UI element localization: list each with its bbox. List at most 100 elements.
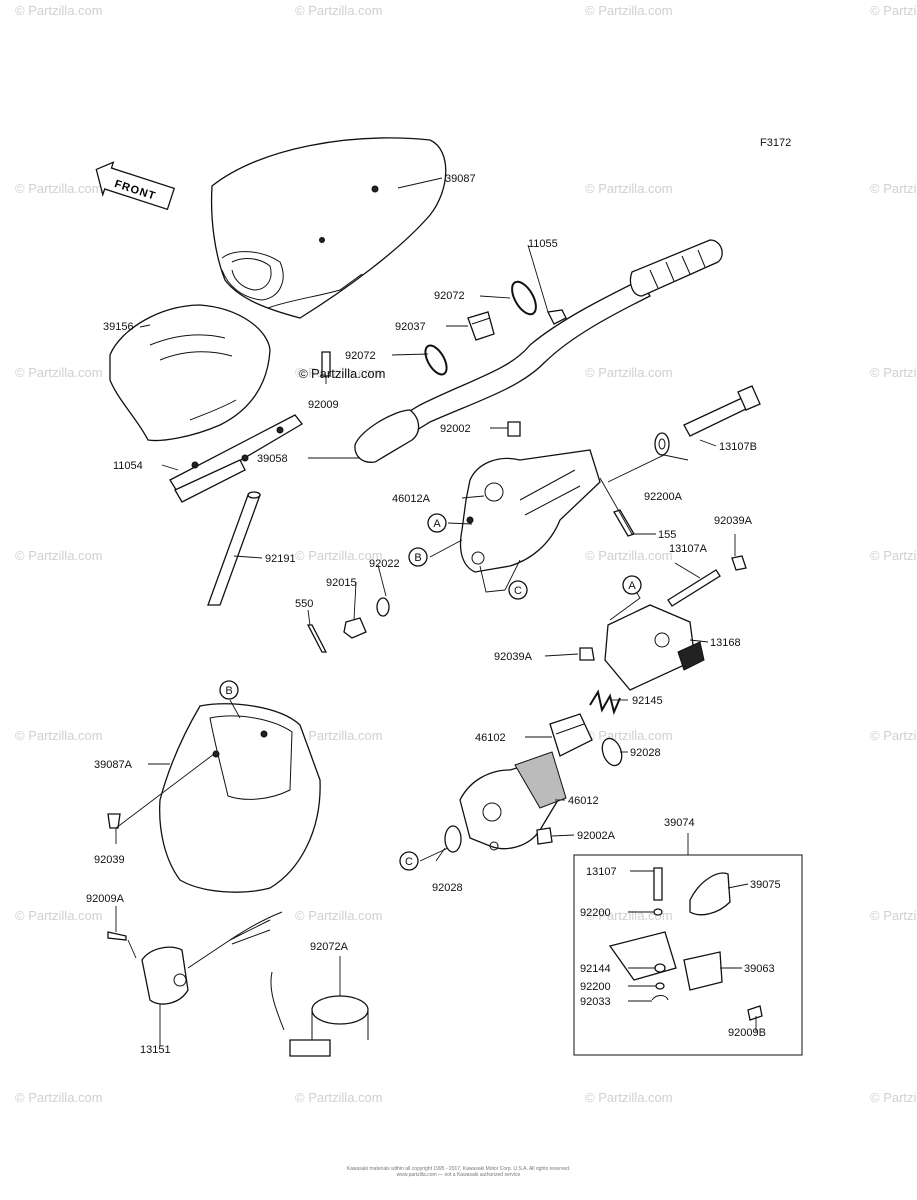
label-13107B: 13107B — [719, 441, 757, 453]
callout-C1: C — [508, 580, 528, 600]
watermark-text: © Partzilla.com — [585, 365, 673, 380]
label-92028-bot: 92028 — [432, 882, 463, 894]
label-92039A-top: 92039A — [714, 515, 753, 527]
label-92009B: 92009B — [728, 1027, 766, 1039]
label-46012: 46012 — [568, 795, 599, 807]
screw-92039 — [107, 813, 121, 829]
watermark-text: © Partzilla.com — [870, 728, 917, 743]
watermark-text: © Partzilla.com — [295, 3, 383, 18]
part-labels: 39087 39156 11055 92072 92037 92072 9200… — [86, 173, 781, 1056]
watermark-text: © Partzilla.com — [870, 3, 917, 18]
pin-550 — [306, 624, 328, 653]
callout-A2-label: A — [628, 580, 636, 592]
callout-C2-label: C — [405, 856, 413, 868]
label-92039: 92039 — [94, 854, 125, 866]
bracket-11054 — [169, 414, 303, 503]
figure-code: F3172 — [760, 137, 791, 149]
washer-92200-bot — [655, 982, 665, 990]
pin-13107A — [667, 569, 721, 607]
bolt-92002 — [507, 421, 521, 437]
bolt-92039A-top — [731, 555, 747, 571]
label-39087: 39087 — [445, 173, 476, 185]
watermark-text: © Partzilla.com — [585, 548, 673, 563]
watermark-text: © Partzilla.com — [15, 365, 103, 380]
block-92037 — [467, 311, 495, 341]
label-13168: 13168 — [710, 637, 741, 649]
label-92022: 92022 — [369, 558, 400, 570]
label-92002A: 92002A — [577, 830, 616, 842]
callout-A1-label: A — [433, 518, 441, 530]
watermark-text: © Partzilla.com — [870, 365, 917, 380]
lower-cover-39087A — [159, 703, 321, 893]
bolt-13107 — [653, 867, 663, 901]
washer-92022 — [376, 597, 390, 617]
watermark-text: © Partzilla.com — [15, 548, 103, 563]
plate-13168 — [604, 604, 705, 691]
callout-A2: A — [622, 575, 642, 595]
block-46102 — [549, 713, 593, 757]
watermark-text: © Partzilla.com — [15, 1090, 103, 1105]
nut-92015 — [343, 617, 367, 639]
label-92145: 92145 — [632, 695, 663, 707]
pad-39156 — [109, 304, 271, 442]
label-13107: 13107 — [586, 866, 617, 878]
copyright-line-2: www.partzilla.com — not a Kawasaki autho… — [396, 1172, 521, 1178]
label-92009A: 92009A — [86, 893, 125, 905]
callout-B1-label: B — [414, 552, 421, 564]
label-550: 550 — [295, 598, 313, 610]
clamp-92072A — [270, 971, 369, 1057]
watermark-text: © Partzilla.com — [870, 1090, 917, 1105]
copyright-line-1: Kawasaki materials within all copyright … — [346, 1166, 571, 1172]
callout-A1: A — [427, 513, 447, 533]
label-92144: 92144 — [580, 963, 611, 975]
label-92033: 92033 — [580, 996, 611, 1008]
watermark-text: © Partzilla.com — [585, 1090, 673, 1105]
clip-92033 — [651, 995, 669, 1001]
watermark-text: © Partzilla.com — [295, 728, 383, 743]
spring-92145 — [589, 689, 621, 716]
label-92028-top: 92028 — [630, 747, 661, 759]
label-39075: 39075 — [750, 879, 781, 891]
label-92200A: 92200A — [644, 491, 683, 503]
watermark-text: © Partzilla.com — [295, 908, 383, 923]
part-39063 — [608, 931, 723, 991]
callout-C2: C — [399, 851, 419, 871]
label-92200-bot: 92200 — [580, 981, 611, 993]
watermark-text: © Partzilla.com — [870, 181, 917, 196]
rod-92191 — [207, 491, 261, 606]
label-92037: 92037 — [395, 321, 426, 333]
steering-holder-46012 — [459, 751, 567, 851]
label-155: 155 — [658, 529, 676, 541]
spacer-92144 — [654, 963, 666, 973]
label-92072-top: 92072 — [434, 290, 465, 302]
center-watermark: © Partzilla.com — [299, 366, 385, 381]
front-arrow-icon: FRONT — [95, 161, 176, 211]
part-39075 — [689, 872, 731, 916]
label-11055: 11055 — [528, 238, 558, 250]
clamp-92072-top — [511, 280, 537, 316]
watermark-text: © Partzilla.com — [15, 3, 103, 18]
screw-92009B — [747, 1005, 763, 1021]
callout-B1: B — [408, 547, 428, 567]
label-92015: 92015 — [326, 577, 357, 589]
steering-cover-39087 — [210, 137, 447, 319]
washer-92200-top — [653, 908, 663, 916]
label-13107A: 13107A — [669, 543, 708, 555]
watermark-layer: © Partzilla.com © Partzilla.com © Partzill… — [15, 3, 917, 1105]
label-46102: 46102 — [475, 732, 506, 744]
watermark-text: © Partzilla.com — [295, 1090, 383, 1105]
switch-13151 — [107, 911, 283, 1005]
label-39087A: 39087A — [94, 759, 133, 771]
label-92072-mid: 92072 — [345, 350, 376, 362]
label-39063: 39063 — [744, 963, 775, 975]
label-11054: 11054 — [113, 460, 143, 472]
leader-lines — [115, 177, 757, 1046]
center-watermark-name: Partzilla.com — [311, 366, 385, 381]
label-92200-top: 92200 — [580, 907, 611, 919]
clamp-92072-mid — [424, 344, 448, 376]
pin-13107B — [683, 385, 761, 437]
label-92002: 92002 — [440, 423, 471, 435]
label-92009: 92009 — [308, 399, 339, 411]
watermark-text: © Partzilla.com — [870, 908, 917, 923]
